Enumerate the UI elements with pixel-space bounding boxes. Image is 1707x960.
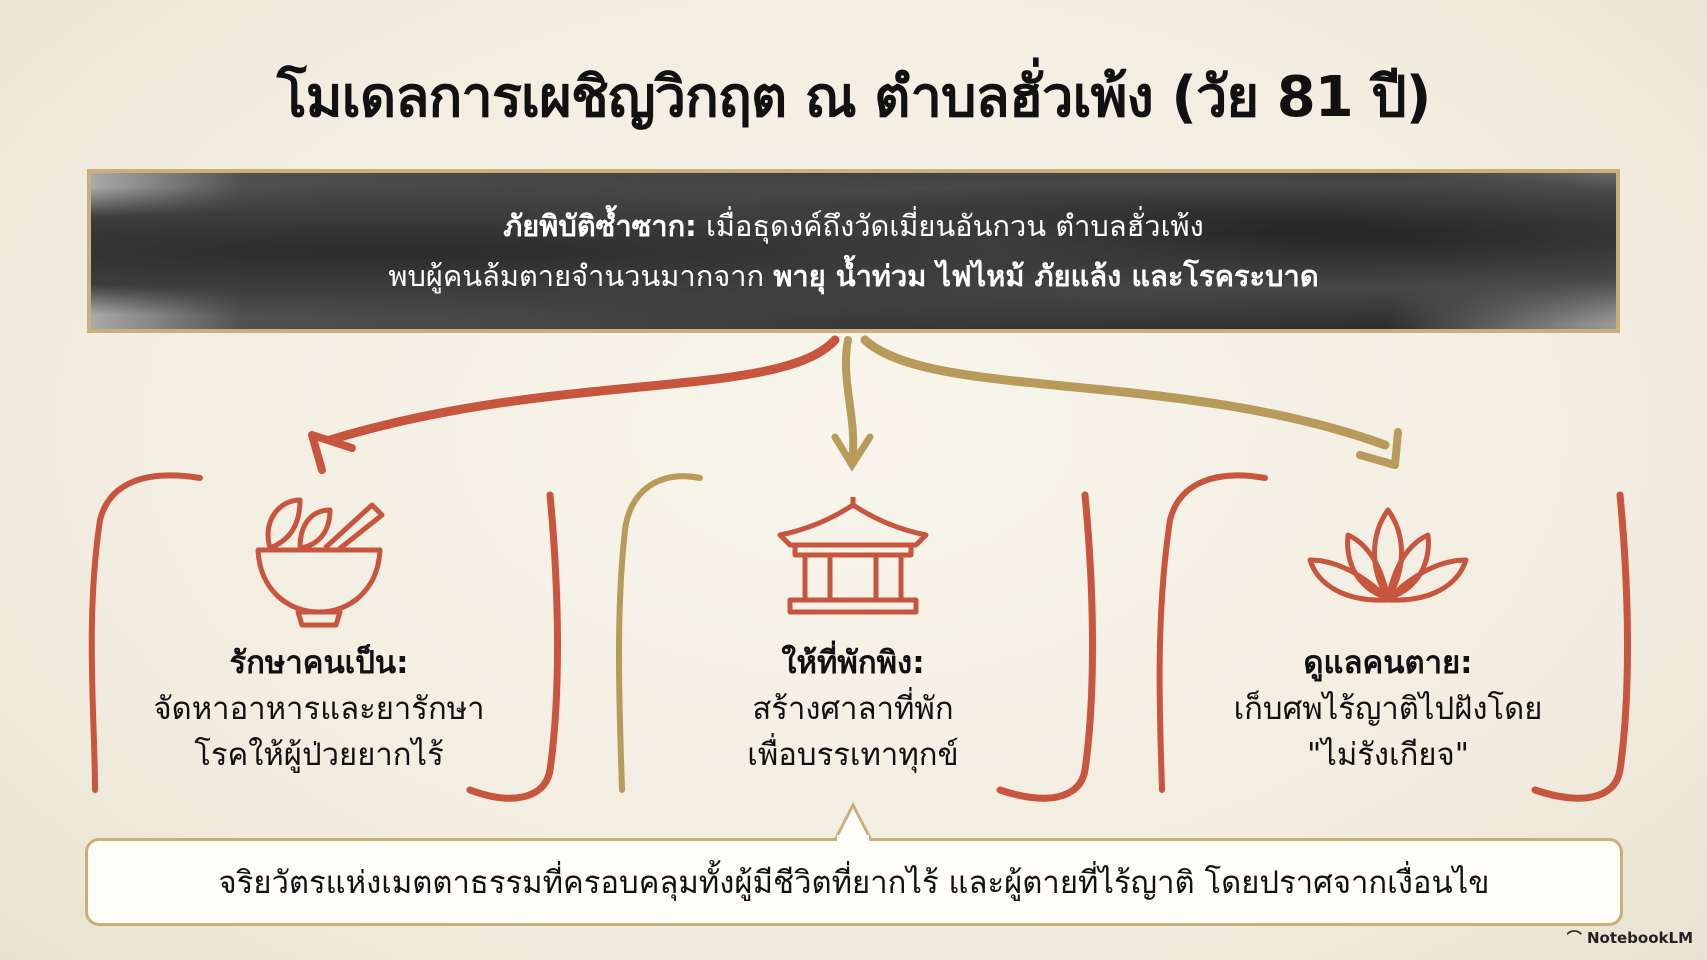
summary-box: จริยวัตรแห่งเมตตาธรรมที่ครอบคลุมทั้งผู้ม… [85, 838, 1623, 926]
column-heading: รักษาคนเป็น: [229, 645, 409, 681]
pavilion-icon [777, 497, 929, 615]
arrow-middle [831, 336, 874, 472]
banner-text: เมื่อธุดงค์ถึงวัดเมี่ยนอันกวน ตำบลฮั่วเพ… [696, 209, 1204, 243]
notebooklm-brand: ⌒ NotebookLM [1567, 927, 1693, 948]
column-text: เก็บศพไร้ญาติไปฝังโดย [1233, 691, 1543, 727]
column-heading: ให้ที่พักพิง: [781, 645, 925, 681]
summary-text: จริยวัตรแห่งเมตตาธรรมที่ครอบคลุมทั้งผู้ม… [218, 865, 1490, 901]
column-treat-living: รักษาคนเป็น: จัดหาอาหารและยารักษา โรคให้… [109, 640, 529, 778]
banner-label: ภัยพิบัติซ้ำซาก: [503, 209, 697, 243]
lotus-icon [1307, 507, 1469, 603]
column-shelter: ให้ที่พักพิง: สร้างศาลาที่พัก เพื่อบรรเท… [643, 640, 1063, 778]
brush-brackets [88, 472, 1631, 802]
column-text: "ไม่รังเกียจ" [1306, 737, 1470, 773]
column-text: โรคให้ผู้ป่วยยากไร้ [194, 737, 444, 773]
column-care-dead: ดูแลคนตาย: เก็บศพไร้ญาติไปฝังโดย "ไม่รัง… [1178, 640, 1598, 778]
notch-cover [837, 835, 869, 843]
arrow-left [308, 335, 840, 474]
banner-disasters: พายุ น้ำท่วม ไฟไหม้ ภัยแล้ง และโรคระบาด [773, 259, 1319, 293]
banner-line-2: พบผู้คนล้มตายจำนวนมากจาก พายุ น้ำท่วม ไฟ… [388, 251, 1318, 301]
disaster-banner: ภัยพิบัติซ้ำซาก: เมื่อธุดงค์ถึงวัดเมี่ยน… [87, 169, 1620, 333]
mortar-pestle-icon [255, 497, 385, 628]
column-text: เพื่อบรรเทาทุกข์ [747, 737, 959, 773]
column-heading: ดูแลคนตาย: [1303, 645, 1473, 681]
banner-line-1: ภัยพิบัติซ้ำซาก: เมื่อธุดงค์ถึงวัดเมี่ยน… [503, 201, 1204, 251]
column-text: จัดหาอาหารและยารักษา [153, 691, 485, 727]
brand-label: NotebookLM [1586, 929, 1693, 947]
arrow-right [860, 335, 1402, 469]
banner-text: พบผู้คนล้มตายจำนวนมากจาก [388, 259, 774, 293]
column-text: สร้างศาลาที่พัก [752, 691, 954, 727]
page-title: โมเดลการเผชิญวิกฤต ณ ตำบลฮั่วเพ้ง (วัย 8… [276, 65, 1432, 130]
notebooklm-logo-icon: ⌒ [1566, 929, 1587, 947]
